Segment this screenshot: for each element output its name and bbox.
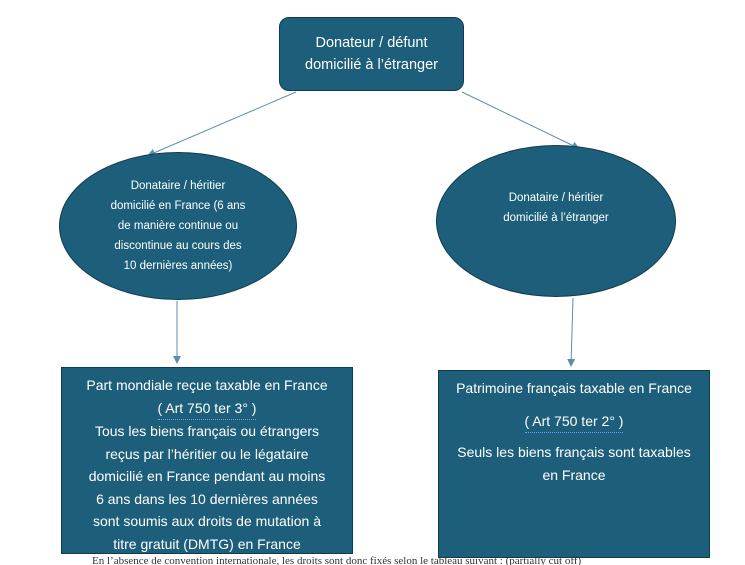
worldwide-share-body-line-2: reçus par l’héritier ou le légataire — [105, 445, 309, 462]
worldwide-share-body-line-3: domicilié en France pendant au moins — [88, 468, 326, 484]
worldwide-share-reference-row: ( Art 750 ter 3° ) — [157, 397, 257, 420]
heir-resident-france-line-1: Donataire / héritier — [130, 180, 226, 192]
worldwide-share-body-line-6: titre gratuit (DMTG) en France — [113, 535, 301, 552]
worldwide-share-body-line-4: 6 ans dans les 10 dernières années — [96, 490, 318, 507]
footer-caption: En l’absence de convention international… — [92, 555, 582, 565]
worldwide-share-body-line-1: Tous les biens français ou étrangers — [94, 423, 320, 439]
worldwide-share-title: Part mondiale reçue taxable en France — [86, 377, 328, 393]
french-assets-title: Patrimoine français taxable en France — [456, 380, 692, 396]
heir-resident-abroad-line-2: domicilié à l’étranger — [503, 212, 609, 224]
french-assets-body-line-2: en France — [542, 466, 606, 483]
french-assets-reference: ( Art 750 ter 2° ) — [524, 410, 624, 433]
heir-resident-france-line-3: de manière continue ou — [117, 220, 239, 232]
heir-resident-abroad-line-1: Donataire / héritier — [508, 192, 604, 204]
donor-node: Donateur / défunt domicilié à l’étranger — [279, 17, 464, 91]
worldwide-share-body-line-5: sont soumis aux droits de mutation à — [92, 513, 321, 529]
heir-resident-abroad-node: Donataire / héritier domicilié à l’étran… — [436, 145, 676, 297]
donor-node-line-2: domicilié à l’étranger — [305, 57, 438, 73]
heir-resident-france-line-2: domicilié en France (6 ans — [110, 200, 246, 212]
heir-resident-france-node: Donataire / héritier domicilié en France… — [59, 152, 297, 300]
heir-resident-france-line-4: discontinue au cours des — [114, 240, 242, 252]
french-assets-body-line-1: Seuls les biens français sont taxables — [457, 444, 691, 460]
connector-root-to-left-ellipse — [147, 91, 297, 157]
worldwide-share-box: Part mondiale reçue taxable en France ( … — [61, 367, 353, 554]
french-assets-box: Patrimoine français taxable en France ( … — [438, 370, 710, 558]
donor-node-line-1: Donateur / défunt — [315, 35, 428, 51]
french-assets-reference-row: ( Art 750 ter 2° ) — [524, 410, 624, 433]
heir-resident-france-line-5: 10 dernières années) — [123, 260, 233, 272]
worldwide-share-reference: ( Art 750 ter 3° ) — [157, 397, 257, 420]
connector-root-to-right-ellipse — [461, 91, 580, 149]
connector-right-ellipse-to-right-box — [567, 297, 576, 367]
